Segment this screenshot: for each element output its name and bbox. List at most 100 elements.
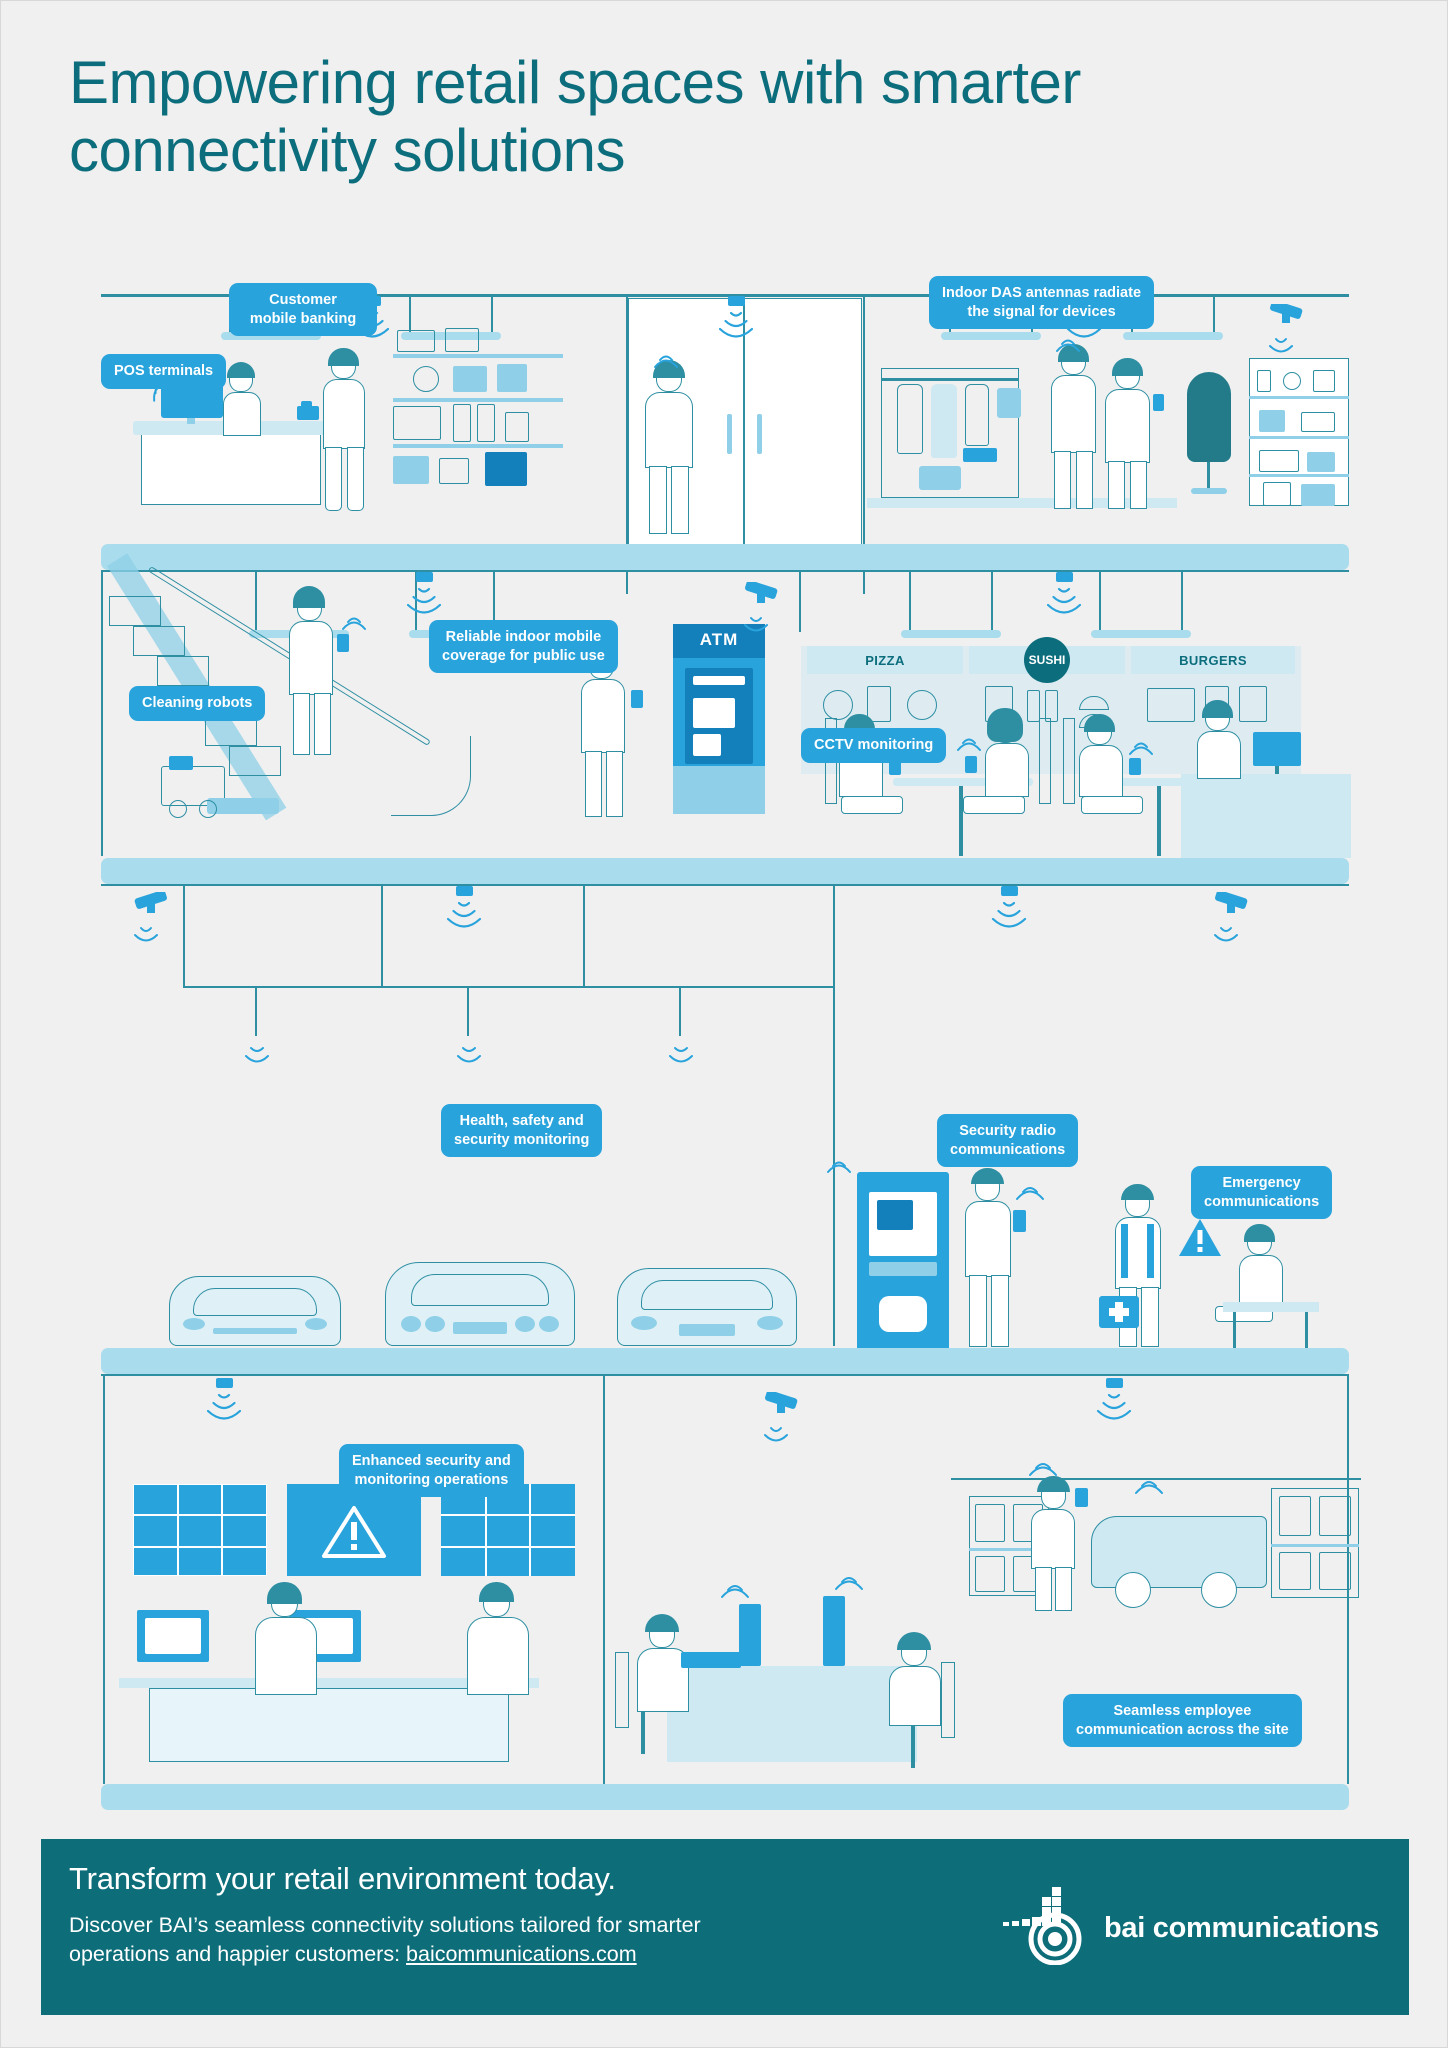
callout-emergency-communications[interactable]: Emergency communications — [1191, 1166, 1333, 1220]
product-toaster — [439, 458, 469, 484]
warehouse-worker-signal — [1025, 1446, 1061, 1485]
floor-slab-1 — [101, 544, 1349, 570]
das-antenna-f2-a — [401, 572, 447, 627]
guard-radio-signal — [1011, 1166, 1049, 1211]
dispatch-desk — [667, 1666, 917, 1762]
das-antenna-f4-a — [201, 1378, 247, 1435]
sensor-signal-3 — [663, 1034, 699, 1069]
customer-leg-f1-b — [347, 447, 364, 511]
operator-2-body — [467, 1617, 529, 1695]
callout-pos-terminals[interactable]: POS terminals — [101, 354, 227, 389]
dispatcher-2-body — [889, 1666, 941, 1726]
control-desk-front — [149, 1688, 509, 1762]
retail-shelf-line-2 — [1249, 436, 1349, 439]
box-l3 — [975, 1556, 1005, 1592]
cleaning-robot-brush — [207, 798, 279, 814]
escalator-rider-leg-1 — [293, 693, 310, 755]
food-stall-pizza — [807, 646, 963, 674]
light-hanger-f2-4 — [1181, 572, 1183, 630]
box-l1 — [975, 1504, 1005, 1542]
food-sign-pizza: PIZZA — [865, 653, 905, 668]
guard-cap — [971, 1168, 1004, 1184]
radio-signal-2 — [831, 1558, 867, 1599]
callout-health-safety-security[interactable]: Health, safety and security monitoring — [441, 1104, 603, 1158]
cleaning-robot-panel — [169, 756, 193, 770]
parked-car-3-windshield — [641, 1280, 773, 1310]
footer-body-text: Discover BAI’s seamless connectivity sol… — [69, 1913, 701, 1966]
sensor-signal-1 — [239, 1034, 275, 1069]
callout-cleaning-robots[interactable]: Cleaning robots — [129, 686, 266, 721]
warehouse-worker-leg-1 — [1035, 1567, 1052, 1611]
building-cutaway-illustration: ATM PIZZA SUSHI BURGERS — [1, 266, 1447, 1816]
warehouse-worker-leg-2 — [1055, 1567, 1072, 1611]
cctv-camera-f1 — [1256, 300, 1316, 364]
callout-enhanced-security[interactable]: Enhanced security and monitoring operati… — [339, 1444, 524, 1498]
radio-antenna-unit-2 — [823, 1596, 845, 1666]
diner-2-body — [985, 743, 1029, 797]
bench-leg-2 — [1305, 1312, 1308, 1348]
clothing-rack-bar — [881, 378, 1019, 381]
dispatcher-1-chair-stem — [641, 1712, 645, 1754]
food-item-sauce-1 — [1027, 690, 1040, 722]
customer-phone-f1 — [301, 401, 312, 418]
medical-kit-cross-h — [1109, 1308, 1129, 1316]
escalator-rider-signal — [337, 602, 371, 637]
atm-sign-label: ATM — [699, 630, 739, 649]
light-hanger-f2-2 — [991, 572, 993, 630]
footer-website-link[interactable]: baicommunications.com — [406, 1941, 637, 1966]
floor4-right-wall — [1347, 1374, 1349, 1784]
food-sign-sushi: SUSHI — [1024, 637, 1070, 683]
food-item-fries — [1239, 686, 1267, 722]
staff-body-f2 — [1197, 731, 1241, 779]
food-item-pizza-2 — [907, 690, 937, 720]
cleaning-robot-wheel-2 — [199, 800, 217, 818]
das-antenna-f4-b — [1091, 1378, 1137, 1435]
shelf-item-3 — [1313, 370, 1335, 392]
pallet-rack-right — [1271, 1488, 1359, 1598]
bai-logo-wordmark: bai communications — [1104, 1912, 1379, 1944]
shelf-row-3 — [393, 444, 563, 448]
clothing-rack-frame — [881, 368, 1019, 498]
dining-table-1 — [893, 778, 1033, 786]
callout-indoor-das-antennas[interactable]: Indoor DAS antennas radiate the signal f… — [929, 276, 1155, 330]
video-wall-screen-3 — [441, 1484, 575, 1576]
callout-seamless-employee[interactable]: Seamless employee communication across t… — [1063, 1694, 1302, 1748]
escalator-rider-phone — [337, 634, 349, 652]
diner-2-legs — [963, 796, 1025, 814]
help-point-screen-inner — [877, 1200, 913, 1230]
footer-banner: Transform your retail environment today.… — [41, 1839, 1409, 2015]
warehouse-worker-body — [1031, 1509, 1075, 1569]
callout-reliable-indoor-mobile[interactable]: Reliable indoor mobile coverage for publ… — [429, 620, 618, 674]
das-antenna-f3-b — [986, 886, 1032, 943]
light-hanger-3 — [409, 297, 411, 334]
shopper-a-signal — [1051, 322, 1085, 361]
warehouse-signal-b — [1131, 1464, 1167, 1503]
callout-security-radio[interactable]: Security radio communications — [937, 1114, 1079, 1168]
help-point-signal — [823, 1142, 859, 1183]
floor4-div-1 — [603, 1374, 605, 1784]
guard-leg-2 — [991, 1275, 1009, 1347]
atm-slot — [693, 676, 745, 685]
callout-cctv-monitoring[interactable]: CCTV monitoring — [801, 728, 947, 763]
light-hanger-4 — [491, 297, 493, 334]
floor2-left-wall — [101, 570, 103, 856]
floor3-div-2 — [583, 884, 585, 988]
shelf-item-6 — [1259, 450, 1299, 472]
floor4-left-wall — [103, 1374, 105, 1784]
video-wall-grid-line-1a — [133, 1514, 267, 1516]
callout-customer-mobile-banking[interactable]: Customer mobile banking — [229, 283, 377, 337]
help-point-button-row — [869, 1262, 937, 1276]
help-point-car-icon-bg — [879, 1296, 927, 1332]
floor3-div-1 — [381, 884, 383, 988]
shopper-leg-f1-a — [649, 466, 667, 534]
atm-keypad — [693, 734, 721, 756]
bench-leg-1 — [1233, 1312, 1236, 1348]
shelf-item-1 — [1257, 370, 1271, 392]
warning-triangle-icon — [1177, 1216, 1223, 1265]
floor3-beam — [183, 986, 833, 988]
door-handle-left — [727, 414, 732, 454]
floor2-ceiling — [101, 570, 1349, 572]
floor2-div-2 — [415, 570, 417, 632]
radio-signal-1 — [717, 1566, 753, 1607]
